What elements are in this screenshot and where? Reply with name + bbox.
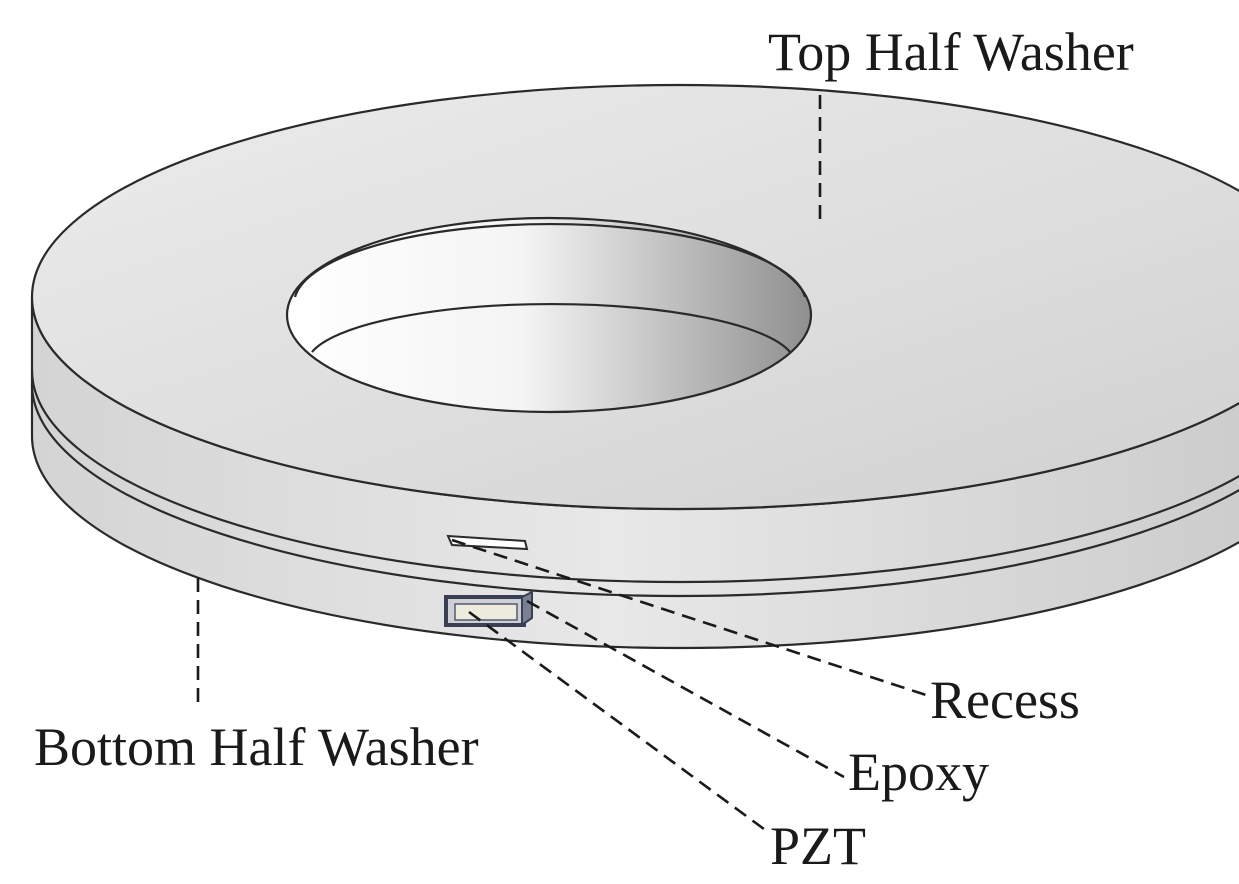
pzt-element bbox=[454, 603, 518, 621]
label-recess: Recess bbox=[930, 670, 1080, 730]
label-top-half-washer: Top Half Washer bbox=[768, 22, 1134, 82]
washer-center-hole bbox=[285, 216, 813, 414]
leader-lines bbox=[196, 95, 927, 834]
labels: Top Half Washer Bottom Half Washer Reces… bbox=[34, 22, 1134, 876]
hole-inner-groove-2 bbox=[311, 302, 791, 353]
recess bbox=[446, 534, 529, 551]
label-pzt: PZT bbox=[770, 816, 866, 876]
leader-recess bbox=[451, 538, 927, 697]
washer-seam-groove bbox=[30, 369, 1239, 584]
pzt-assembly bbox=[444, 590, 533, 627]
leader-pzt bbox=[468, 610, 769, 834]
label-bottom-half-washer: Bottom Half Washer bbox=[34, 717, 479, 777]
epoxy-edge bbox=[521, 590, 533, 627]
label-epoxy: Epoxy bbox=[848, 742, 989, 802]
washer-seam-groove-2 bbox=[30, 383, 1239, 598]
leader-epoxy bbox=[526, 599, 845, 779]
hole-inner-groove-1 bbox=[293, 222, 807, 298]
recess-slot bbox=[446, 534, 529, 551]
washer-body bbox=[30, 83, 1239, 650]
